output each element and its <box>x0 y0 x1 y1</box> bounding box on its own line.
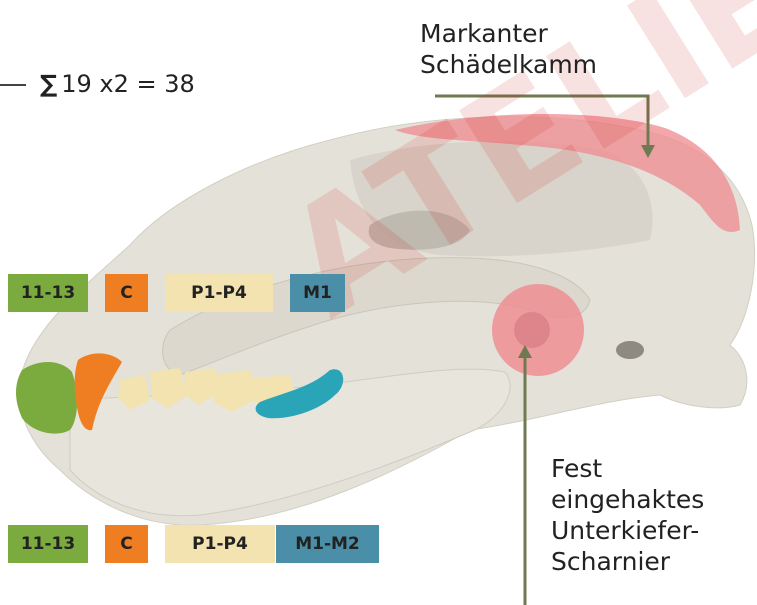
upper-incisors-chip: 11-13 <box>8 274 88 312</box>
jaw-hinge-label: Fest eingehaktes Unterkiefer- Scharnier <box>551 453 704 577</box>
upper-molars-chip: M1 <box>290 274 345 312</box>
lower-incisors-chip: 11-13 <box>8 525 88 563</box>
upper-premolars-chip: P1-P4 <box>165 274 273 312</box>
lower-canine-chip: C <box>105 525 148 563</box>
upper-canine-chip: C <box>105 274 148 312</box>
skull-crest-label: Markanter Schädelkamm <box>420 18 597 80</box>
lower-premolars-chip: P1-P4 <box>165 525 275 563</box>
sum-symbol: ∑ <box>40 70 57 98</box>
jaw-hinge-knob <box>514 312 550 348</box>
lower-molars-chip: M1-M2 <box>276 525 379 563</box>
tooth-formula: ∑19 x2 = 38 <box>0 70 195 98</box>
formula-dash <box>0 84 26 86</box>
ear-opening <box>616 341 644 359</box>
formula-text: 19 x2 = 38 <box>61 70 195 98</box>
